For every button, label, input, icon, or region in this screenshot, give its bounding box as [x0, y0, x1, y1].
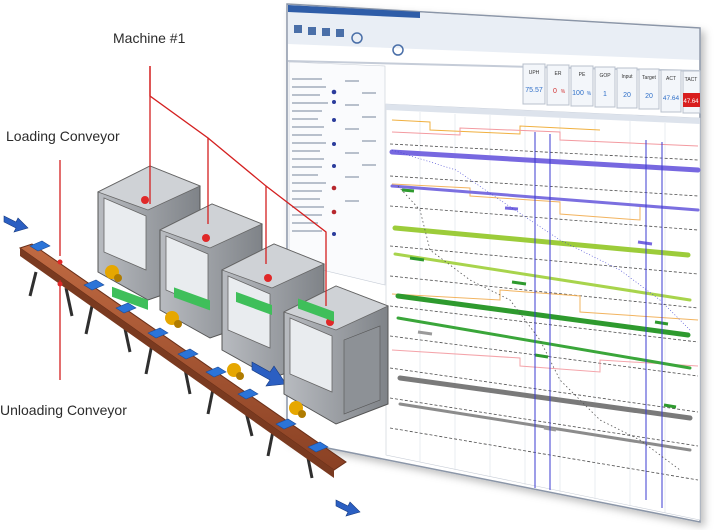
conveyor: [18, 240, 347, 479]
gantt-bar-gray: [397, 375, 693, 421]
svg-text:GOP: GOP: [599, 73, 611, 79]
kpi-tact: TACT 47.64: [682, 70, 701, 114]
machine-label: Machine #1: [113, 30, 186, 46]
svg-text:20: 20: [623, 92, 631, 99]
svg-text:47.64: 47.64: [683, 99, 699, 105]
tree-panel[interactable]: [288, 61, 386, 286]
loading-conveyor-label: Loading Conveyor: [6, 128, 120, 144]
svg-text:1: 1: [603, 91, 607, 98]
software-window: UPH 75.57 ER 0 % PE 100 % GOP 1: [286, 3, 701, 523]
callout-lines: [59, 66, 327, 380]
svg-text:PE: PE: [579, 72, 586, 78]
unloading-conveyor-label: Unloading Conveyor: [0, 402, 127, 418]
machine-1-sensor-icon: [141, 196, 149, 204]
kpi-panel: UPH 75.57 ER 0 % PE 100 % GOP 1: [522, 63, 701, 114]
svg-text:Input: Input: [621, 74, 633, 80]
title-bar: [288, 5, 420, 18]
machine-3-sensor-icon: [264, 274, 272, 282]
kpi-target: Target 20: [638, 68, 660, 110]
outflow-arrow-icon: [335, 499, 361, 517]
machine-2-sensor-icon: [202, 234, 210, 242]
kpi-input: Input 20: [616, 67, 638, 109]
gantt-bar-purple: [389, 149, 701, 173]
svg-text:%: %: [561, 89, 566, 95]
svg-text:UPH: UPH: [529, 70, 540, 76]
ribbon: [288, 5, 699, 60]
svg-text:20: 20: [645, 93, 653, 100]
svg-text:ACT: ACT: [666, 76, 676, 82]
svg-text:TACT: TACT: [685, 77, 698, 83]
inflow-arrow-icon: [3, 215, 29, 233]
kpi-pe: PE 100 %: [570, 65, 594, 107]
kpi-er: ER 0 %: [546, 64, 570, 106]
svg-text:ER: ER: [555, 71, 562, 77]
svg-text:100: 100: [572, 90, 584, 97]
svg-text:47.64: 47.64: [663, 95, 680, 102]
gantt-bar-lime: [392, 225, 691, 258]
svg-text:0: 0: [553, 88, 557, 95]
svg-text:%: %: [587, 91, 592, 97]
gantt-bar-green: [395, 293, 691, 338]
ribbon-buttons[interactable]: [294, 25, 404, 56]
svg-text:75.57: 75.57: [525, 87, 543, 94]
svg-text:Target: Target: [642, 75, 657, 81]
machine-4: [282, 285, 390, 425]
kpi-uph: UPH 75.57: [522, 63, 546, 105]
gantt-chart: [385, 103, 701, 521]
kpi-act: ACT 47.64: [660, 69, 682, 113]
kpi-gop: GOP 1: [594, 66, 616, 108]
